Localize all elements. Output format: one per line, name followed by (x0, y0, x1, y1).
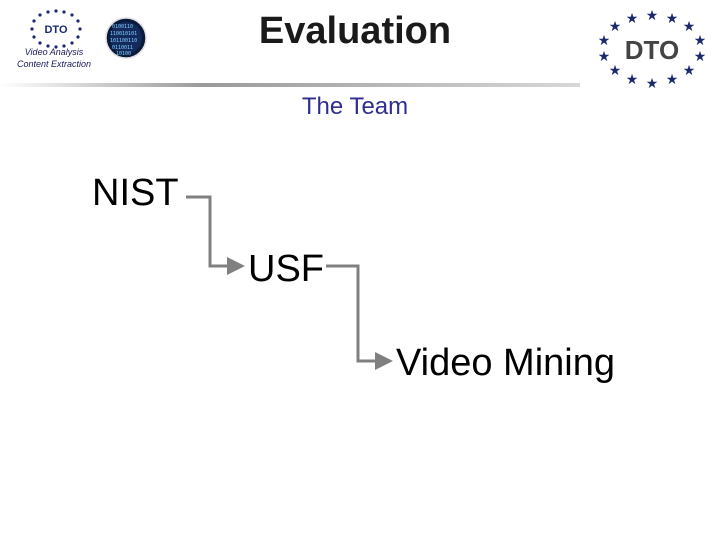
binary-globe-icon: 0100110 110010101 101100110 0110011 1010… (105, 17, 147, 59)
svg-text:★: ★ (646, 8, 659, 24)
small-logo-stars (30, 9, 82, 49)
team-item-video-mining: Video Mining (396, 342, 616, 384)
small-dto-logo: DTO 0100110 110010101 101100110 0110011 … (14, 8, 154, 68)
large-logo-text: DTO (625, 35, 679, 65)
svg-text:★: ★ (683, 63, 696, 79)
svg-text:10100: 10100 (116, 51, 131, 57)
svg-text:★: ★ (609, 19, 622, 35)
svg-text:★: ★ (694, 33, 707, 49)
svg-text:0110011: 0110011 (112, 45, 133, 51)
svg-text:★: ★ (694, 49, 707, 65)
svg-text:★: ★ (666, 11, 679, 27)
team-item-usf: USF (248, 248, 324, 290)
small-logo-text: DTO (44, 24, 67, 36)
caption-line-1: Video Analysis (24, 47, 84, 57)
svg-text:★: ★ (646, 76, 659, 92)
page-subtitle: The Team (301, 93, 409, 120)
caption-line-2: Content Extraction (16, 59, 92, 69)
svg-text:★: ★ (598, 33, 611, 49)
connector-usf-video-mining (326, 264, 393, 370)
svg-text:110010101: 110010101 (110, 31, 137, 37)
svg-text:★: ★ (626, 72, 639, 88)
header-divider (0, 76, 580, 87)
svg-text:★: ★ (683, 19, 696, 35)
svg-text:★: ★ (666, 72, 679, 88)
large-logo-stars: ★ ★ ★ ★ ★ ★ ★ ★ ★ ★ ★ ★ ★ ★ (598, 8, 707, 92)
page-title: Evaluation (258, 10, 452, 52)
svg-text:★: ★ (598, 49, 611, 65)
svg-text:★: ★ (609, 63, 622, 79)
svg-text:0100110: 0100110 (112, 24, 133, 30)
logo-caption: Video Analysis Content Extraction (4, 46, 104, 70)
large-dto-logo: ★ ★ ★ ★ ★ ★ ★ ★ ★ ★ ★ ★ ★ ★ DTO (588, 4, 716, 96)
team-item-nist: NIST (92, 172, 179, 214)
connector-nist-usf (186, 195, 245, 275)
svg-text:★: ★ (626, 11, 639, 27)
svg-text:101100110: 101100110 (110, 38, 137, 44)
